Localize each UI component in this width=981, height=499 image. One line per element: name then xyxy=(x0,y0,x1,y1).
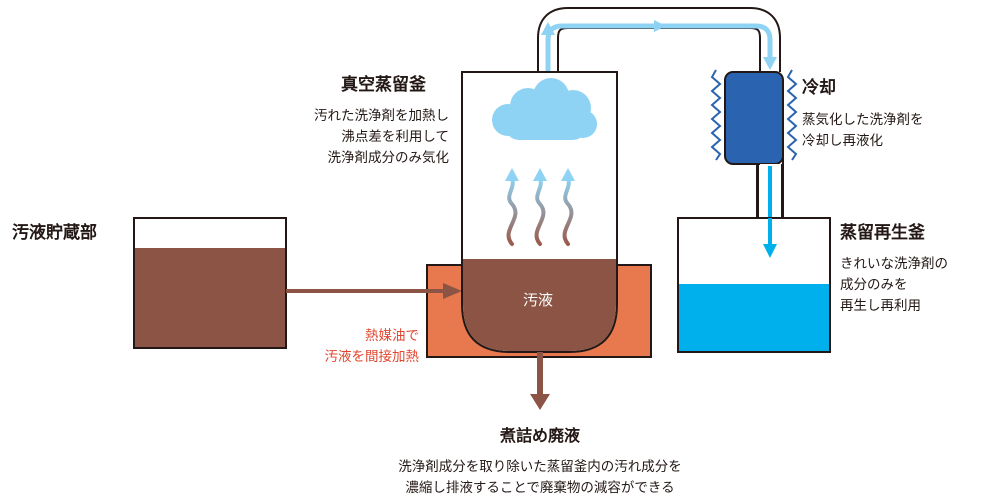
cooling-desc: 蒸気化した洗浄剤を 冷却し再液化 xyxy=(802,110,924,152)
cooler xyxy=(724,71,784,230)
vacuum-still-desc-line: 沸点差を利用して xyxy=(341,129,449,145)
cooling-wave-left xyxy=(710,69,722,161)
flow-arrow-right xyxy=(654,20,666,32)
cooling-desc-line: 蒸気化した洗浄剤を xyxy=(802,112,924,128)
waste-storage-tank xyxy=(133,217,287,349)
drain-arrow xyxy=(530,352,550,410)
vacuum-still-desc-line: 洗浄剤成分のみ気化 xyxy=(327,150,450,166)
cooling-title: 冷却 xyxy=(802,78,836,98)
concentrate-desc: 洗浄剤成分を取り除いた蒸留釜内の汚れ成分を 濃縮し排液することで廃棄物の減容がで… xyxy=(290,457,790,499)
vapor-cloud xyxy=(492,78,597,140)
cooling-desc-line: 冷却し再液化 xyxy=(802,133,883,149)
flow-arrow-down xyxy=(763,57,777,70)
condensate-arrow xyxy=(763,244,777,258)
heat-oil-desc-line: 熱媒油で xyxy=(365,328,419,344)
regen-tank xyxy=(677,217,831,353)
steam-arrow-heads xyxy=(505,168,575,181)
vacuum-still-desc-line: 汚れた洗浄剤を加熱し xyxy=(314,108,449,124)
regen-desc-line: きれいな洗浄剤の xyxy=(840,256,948,272)
waste-storage-title: 汚液貯蔵部 xyxy=(12,223,97,243)
flow-arrow-up xyxy=(541,22,555,35)
concentrate-desc-line: 洗浄剤成分を取り除いた蒸留釜内の汚れ成分を xyxy=(398,459,682,475)
heat-oil-desc: 熱媒油で 汚液を間接加熱 xyxy=(325,326,420,368)
steam-arrows xyxy=(506,176,574,246)
concentrate-desc-line: 濃縮し排液することで廃棄物の減容ができる xyxy=(405,480,675,496)
transfer-arrow xyxy=(286,283,462,299)
concentrate-title: 煮詰め廃液 xyxy=(499,426,580,445)
vacuum-still-title: 真空蒸留釜 xyxy=(341,75,426,95)
waste-liquid-label: 汚液 xyxy=(523,291,554,309)
vapor-pipe xyxy=(537,7,781,72)
vacuum-still-desc: 汚れた洗浄剤を加熱し 沸点差を利用して 洗浄剤成分のみ気化 xyxy=(314,106,449,169)
regen-title: 蒸留再生釜 xyxy=(840,223,925,243)
regen-desc: きれいな洗浄剤の 成分のみを 再生し再利用 xyxy=(840,254,948,317)
vacuum-still xyxy=(461,71,618,353)
cooling-wave-right xyxy=(786,69,798,161)
regen-desc-line: 再生し再利用 xyxy=(840,298,921,314)
heat-oil-desc-line: 汚液を間接加熱 xyxy=(324,349,420,365)
regen-desc-line: 成分のみを xyxy=(840,277,908,293)
